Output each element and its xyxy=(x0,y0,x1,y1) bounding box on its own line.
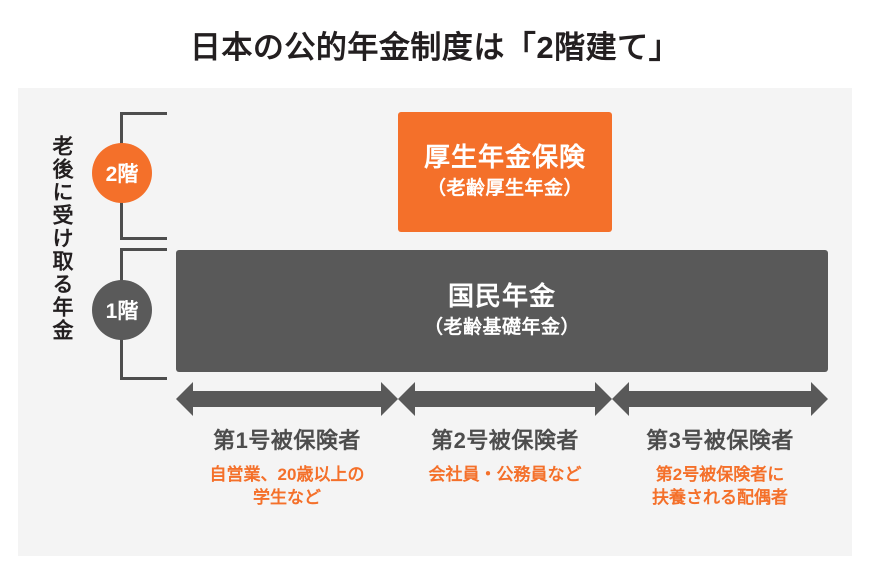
category-1-title: 第1号被保険者 xyxy=(213,428,361,453)
tier2-subtitle: （老齢厚生年金） xyxy=(426,178,583,200)
tier2-box: 厚生年金保険 （老齢厚生年金） xyxy=(398,112,612,232)
tier1-box: 国民年金 （老齢基礎年金） xyxy=(176,250,828,372)
category-column-1: 第1号被保険者 自営業、20歳以上の学生など xyxy=(176,428,398,510)
category-labels: 第1号被保険者 自営業、20歳以上の学生など 第2号被保険者 会社員・公務員など… xyxy=(176,428,828,538)
category-1-desc: 自営業、20歳以上の学生など xyxy=(209,465,365,508)
arrow-category-2 xyxy=(398,382,612,416)
arrow-category-3 xyxy=(612,382,828,416)
category-3-desc: 第2号被保険者に扶養される配偶者 xyxy=(652,465,788,508)
category-column-3: 第3号被保険者 第2号被保険者に扶養される配偶者 xyxy=(612,428,828,510)
category-2-desc: 会社員・公務員など xyxy=(428,465,582,485)
category-3-title: 第3号被保険者 xyxy=(646,428,794,453)
category-arrows xyxy=(176,378,828,420)
floor-badge-2: 2階 xyxy=(92,143,152,203)
category-column-2: 第2号被保険者 会社員・公務員など xyxy=(398,428,612,487)
vertical-axis-label: 老後に受け取る年金 xyxy=(50,134,73,342)
page-title: 日本の公的年金制度は「2階建て」 xyxy=(189,30,681,65)
tier1-subtitle: （老齢基礎年金） xyxy=(423,317,580,339)
tier1-title: 国民年金 xyxy=(447,281,556,312)
tier2-title: 厚生年金保険 xyxy=(423,142,586,173)
arrow-category-1 xyxy=(176,382,398,416)
category-2-title: 第2号被保険者 xyxy=(431,428,579,453)
floor-badge-1: 1階 xyxy=(92,280,152,340)
